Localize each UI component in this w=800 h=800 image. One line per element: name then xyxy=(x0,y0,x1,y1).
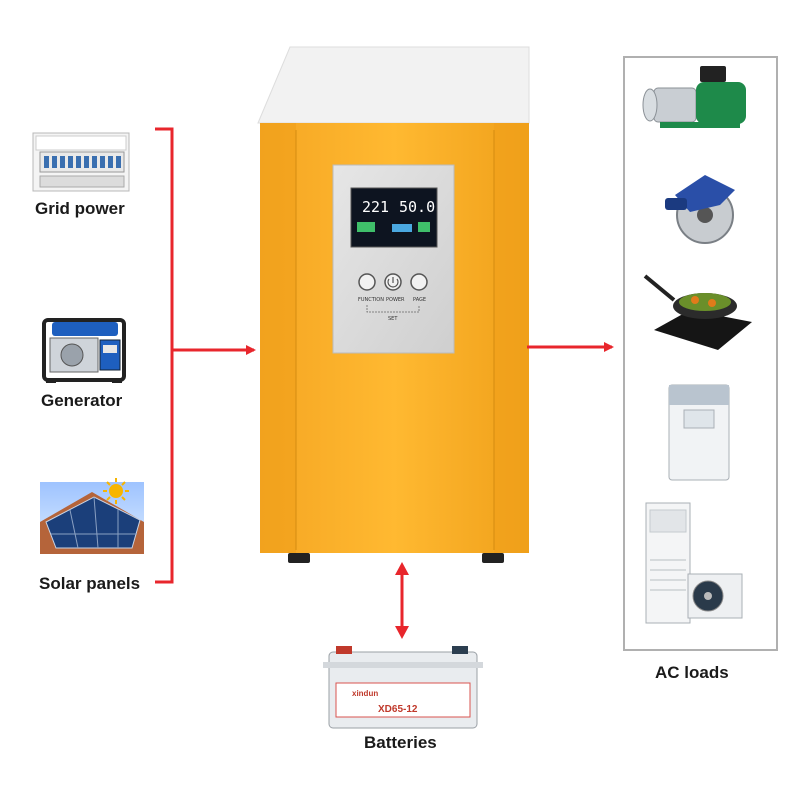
page-label: PAGE xyxy=(413,297,426,303)
source-label-grid: Grid power xyxy=(35,199,125,218)
power-label: POWER xyxy=(386,297,405,303)
inverter-foot xyxy=(482,553,504,563)
battery-brand: xindun xyxy=(352,689,378,698)
sun-icon xyxy=(103,478,129,504)
air-conditioner-icon xyxy=(645,502,743,624)
water-pump-icon xyxy=(642,66,746,128)
source-label-solar: Solar panels xyxy=(39,574,141,593)
generator-icon xyxy=(42,318,126,383)
source-label-generator: Generator xyxy=(41,391,123,410)
battery-arrow xyxy=(395,562,409,639)
ac-loads-label: AC loads xyxy=(655,663,729,682)
set-label: SET xyxy=(388,316,398,322)
function-button-icon xyxy=(358,273,376,291)
lcd-frequency: 50.0 xyxy=(399,198,435,216)
lcd-status-icon xyxy=(357,222,375,232)
page-button-icon xyxy=(410,273,428,291)
inverter-foot xyxy=(288,553,310,563)
lcd-battery-icon xyxy=(392,224,412,232)
function-label: FUNCTION xyxy=(358,297,384,303)
induction-cooker-icon xyxy=(643,274,752,350)
battery-icon: xindun XD65-12 xyxy=(323,646,483,729)
washing-machine-icon xyxy=(668,384,730,481)
breaker-panel-icon xyxy=(32,132,130,192)
lcd-voltage: 221 xyxy=(362,198,389,216)
lcd-screen xyxy=(350,187,438,248)
source-bracket xyxy=(155,127,256,584)
circular-saw-icon xyxy=(665,175,735,244)
lcd-load-icon xyxy=(418,222,430,232)
batteries-label: Batteries xyxy=(364,733,437,752)
inverter-unit: 221 50.0 FUNCTION POWER PAGE SET xyxy=(257,46,530,563)
solar-panel-icon xyxy=(40,478,144,554)
battery-model: XD65-12 xyxy=(378,704,418,715)
